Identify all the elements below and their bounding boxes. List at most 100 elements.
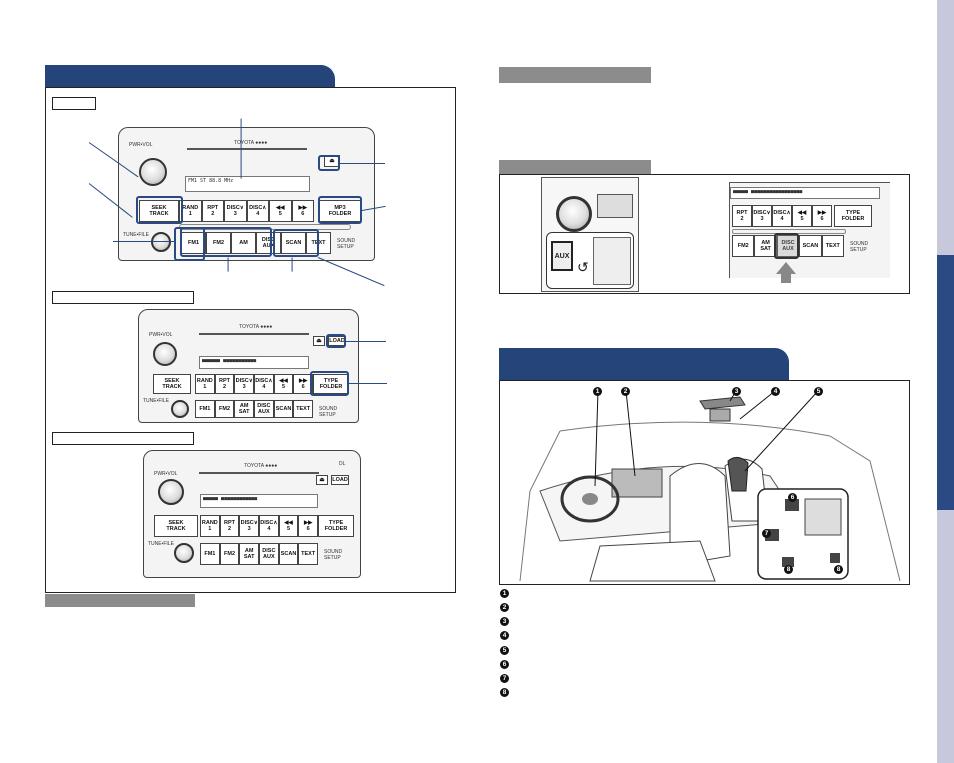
- callout-line: [113, 241, 175, 243]
- legend-marker-6: 6: [500, 660, 509, 669]
- aux-header-2: [499, 160, 651, 174]
- source-button-3[interactable]: AM SAT: [239, 543, 260, 565]
- source-button-2[interactable]: FM2: [214, 400, 235, 418]
- legend-marker-2: 2: [500, 603, 509, 612]
- right-section-header: [499, 348, 789, 380]
- source-button-1[interactable]: FM1: [200, 543, 220, 565]
- sound-setup-label[interactable]: SOUND SETUP: [319, 406, 338, 418]
- highlight-fm-am: [180, 227, 272, 257]
- pwr-vol-label: PWR•VOL: [129, 142, 153, 148]
- preset-button-6[interactable]: ▶▶ 6: [298, 515, 319, 537]
- model-label-1: [52, 97, 96, 110]
- source-button-3[interactable]: AM: [231, 232, 256, 254]
- preset-button-5[interactable]: ◀◀ 5: [278, 515, 299, 537]
- preset-button-1[interactable]: RPT 2: [732, 205, 752, 227]
- brand-label: TOYOTA ●●●●: [234, 140, 268, 146]
- preset-button-1[interactable]: RAND 1: [179, 200, 202, 222]
- preset-button-2[interactable]: DISC∨ 3: [752, 205, 772, 227]
- cd-slot: [199, 333, 309, 335]
- preset-button-3[interactable]: DISC∨ 3: [234, 374, 255, 394]
- preset-button-5[interactable]: ◀◀ 5: [273, 374, 294, 394]
- tune-file-knob[interactable]: [171, 400, 189, 418]
- power-volume-knob[interactable]: [158, 479, 184, 505]
- preset-button-6[interactable]: ▶▶ 6: [293, 374, 314, 394]
- eject-button[interactable]: ⏏: [313, 336, 325, 346]
- marker-7: 7: [762, 529, 771, 538]
- tune-label: TUNE•FILE: [148, 541, 174, 547]
- preset-button-3[interactable]: DISC∨ 3: [239, 515, 260, 537]
- source-button-6[interactable]: TEXT: [293, 400, 314, 418]
- preset-button-4[interactable]: DISC∧ 4: [254, 374, 274, 394]
- aux-header-1: [499, 67, 651, 83]
- steering-wheel-icon: [556, 196, 592, 232]
- type-folder-button[interactable]: TYPE FOLDER: [318, 515, 354, 537]
- source-button-2[interactable]: AM SAT: [754, 235, 777, 257]
- sound-setup-label[interactable]: SOUND SETUP: [850, 241, 869, 253]
- eject-button[interactable]: ⏏: [316, 475, 328, 485]
- dashboard-sketch: AUX ↺: [541, 177, 639, 292]
- preset-button-5[interactable]: ◀◀ 5: [269, 200, 292, 222]
- preset-button-5[interactable]: ▶▶ 6: [812, 205, 832, 227]
- radio-display: ■■■■■■ ■■■■■■■■■■■: [199, 356, 309, 369]
- left-footer-bar: [45, 594, 195, 607]
- source-button-4[interactable]: SCAN: [799, 235, 822, 257]
- load-button[interactable]: LOAD: [331, 475, 349, 485]
- preset-button-2[interactable]: RPT 2: [214, 374, 235, 394]
- source-button-5[interactable]: SCAN: [278, 543, 299, 565]
- source-button-5[interactable]: SCAN: [273, 400, 294, 418]
- tune-label: TUNE•FILE: [123, 232, 149, 238]
- source-button-3[interactable]: AM SAT: [234, 400, 255, 418]
- preset-button-1[interactable]: RAND 1: [195, 374, 215, 394]
- sound-setup-label[interactable]: SOUND SETUP: [337, 238, 356, 250]
- preset-button-3[interactable]: DISC∨ 3: [224, 200, 247, 222]
- preset-button-1[interactable]: RAND 1: [200, 515, 220, 537]
- seek-track-button[interactable]: SEEK TRACK: [154, 515, 198, 537]
- callout-line: [346, 341, 386, 343]
- section-tab[interactable]: [937, 255, 954, 510]
- preset-button-4[interactable]: DISC∧ 4: [259, 515, 279, 537]
- power-volume-knob[interactable]: [139, 158, 167, 186]
- preset-button-2[interactable]: RPT 2: [201, 200, 224, 222]
- preset-button-4[interactable]: DISC∧ 4: [246, 200, 269, 222]
- type-folder-button[interactable]: TYPE FOLDER: [834, 205, 872, 227]
- cd-slot: [199, 472, 319, 474]
- highlight-seek: [136, 196, 183, 224]
- marker-4: 4: [771, 387, 780, 396]
- marker-2: 2: [621, 387, 630, 396]
- cabin-frame: 1 2 3 4 5 6 7 8 8: [499, 380, 910, 585]
- preset-button-6[interactable]: ▶▶ 6: [291, 200, 314, 222]
- radio-unit-low: PWR•VOL TOYOTA ●●●● DL ⏏ LOAD ■■■■■ ■■■■…: [143, 450, 361, 578]
- seek-track-button[interactable]: SEEK TRACK: [153, 374, 191, 394]
- preset-button-2[interactable]: RPT 2: [219, 515, 240, 537]
- preset-button-4[interactable]: ◀◀ 5: [792, 205, 812, 227]
- source-button-5[interactable]: TEXT: [821, 235, 845, 257]
- source-button-2[interactable]: FM2: [206, 232, 231, 254]
- source-button-4[interactable]: DISC AUX: [259, 543, 279, 565]
- source-button-6[interactable]: TEXT: [298, 543, 319, 565]
- brand-label: TOYOTA ●●●●: [244, 463, 278, 469]
- mp3-folder-button[interactable]: MP3 FOLDER: [319, 200, 361, 222]
- tune-file-knob[interactable]: [174, 543, 194, 563]
- sound-setup-label[interactable]: SOUND SETUP: [324, 549, 343, 561]
- aux-jack[interactable]: AUX: [551, 241, 573, 271]
- highlight-eject: [318, 155, 340, 171]
- power-volume-knob[interactable]: [153, 342, 177, 366]
- source-button-5[interactable]: SCAN: [281, 232, 306, 254]
- source-button-1[interactable]: FM1: [195, 400, 215, 418]
- preset-button-3[interactable]: DISC∧ 4: [772, 205, 792, 227]
- callout-line: [240, 118, 242, 179]
- left-section-header: [45, 65, 335, 87]
- cabin-illustration: [519, 390, 901, 582]
- arrow-up-icon: [776, 262, 796, 274]
- source-button-4[interactable]: DISC AUX: [254, 400, 274, 418]
- source-button-2[interactable]: FM2: [219, 543, 240, 565]
- seek-track-button[interactable]: SEEK TRACK: [139, 200, 179, 222]
- legend-marker-3: 3: [500, 617, 509, 626]
- radio-unit-mid: PWR•VOL TOYOTA ●●●● ⏏ LOAD ■■■■■■ ■■■■■■…: [138, 309, 359, 423]
- source-button-1[interactable]: FM2: [732, 235, 755, 257]
